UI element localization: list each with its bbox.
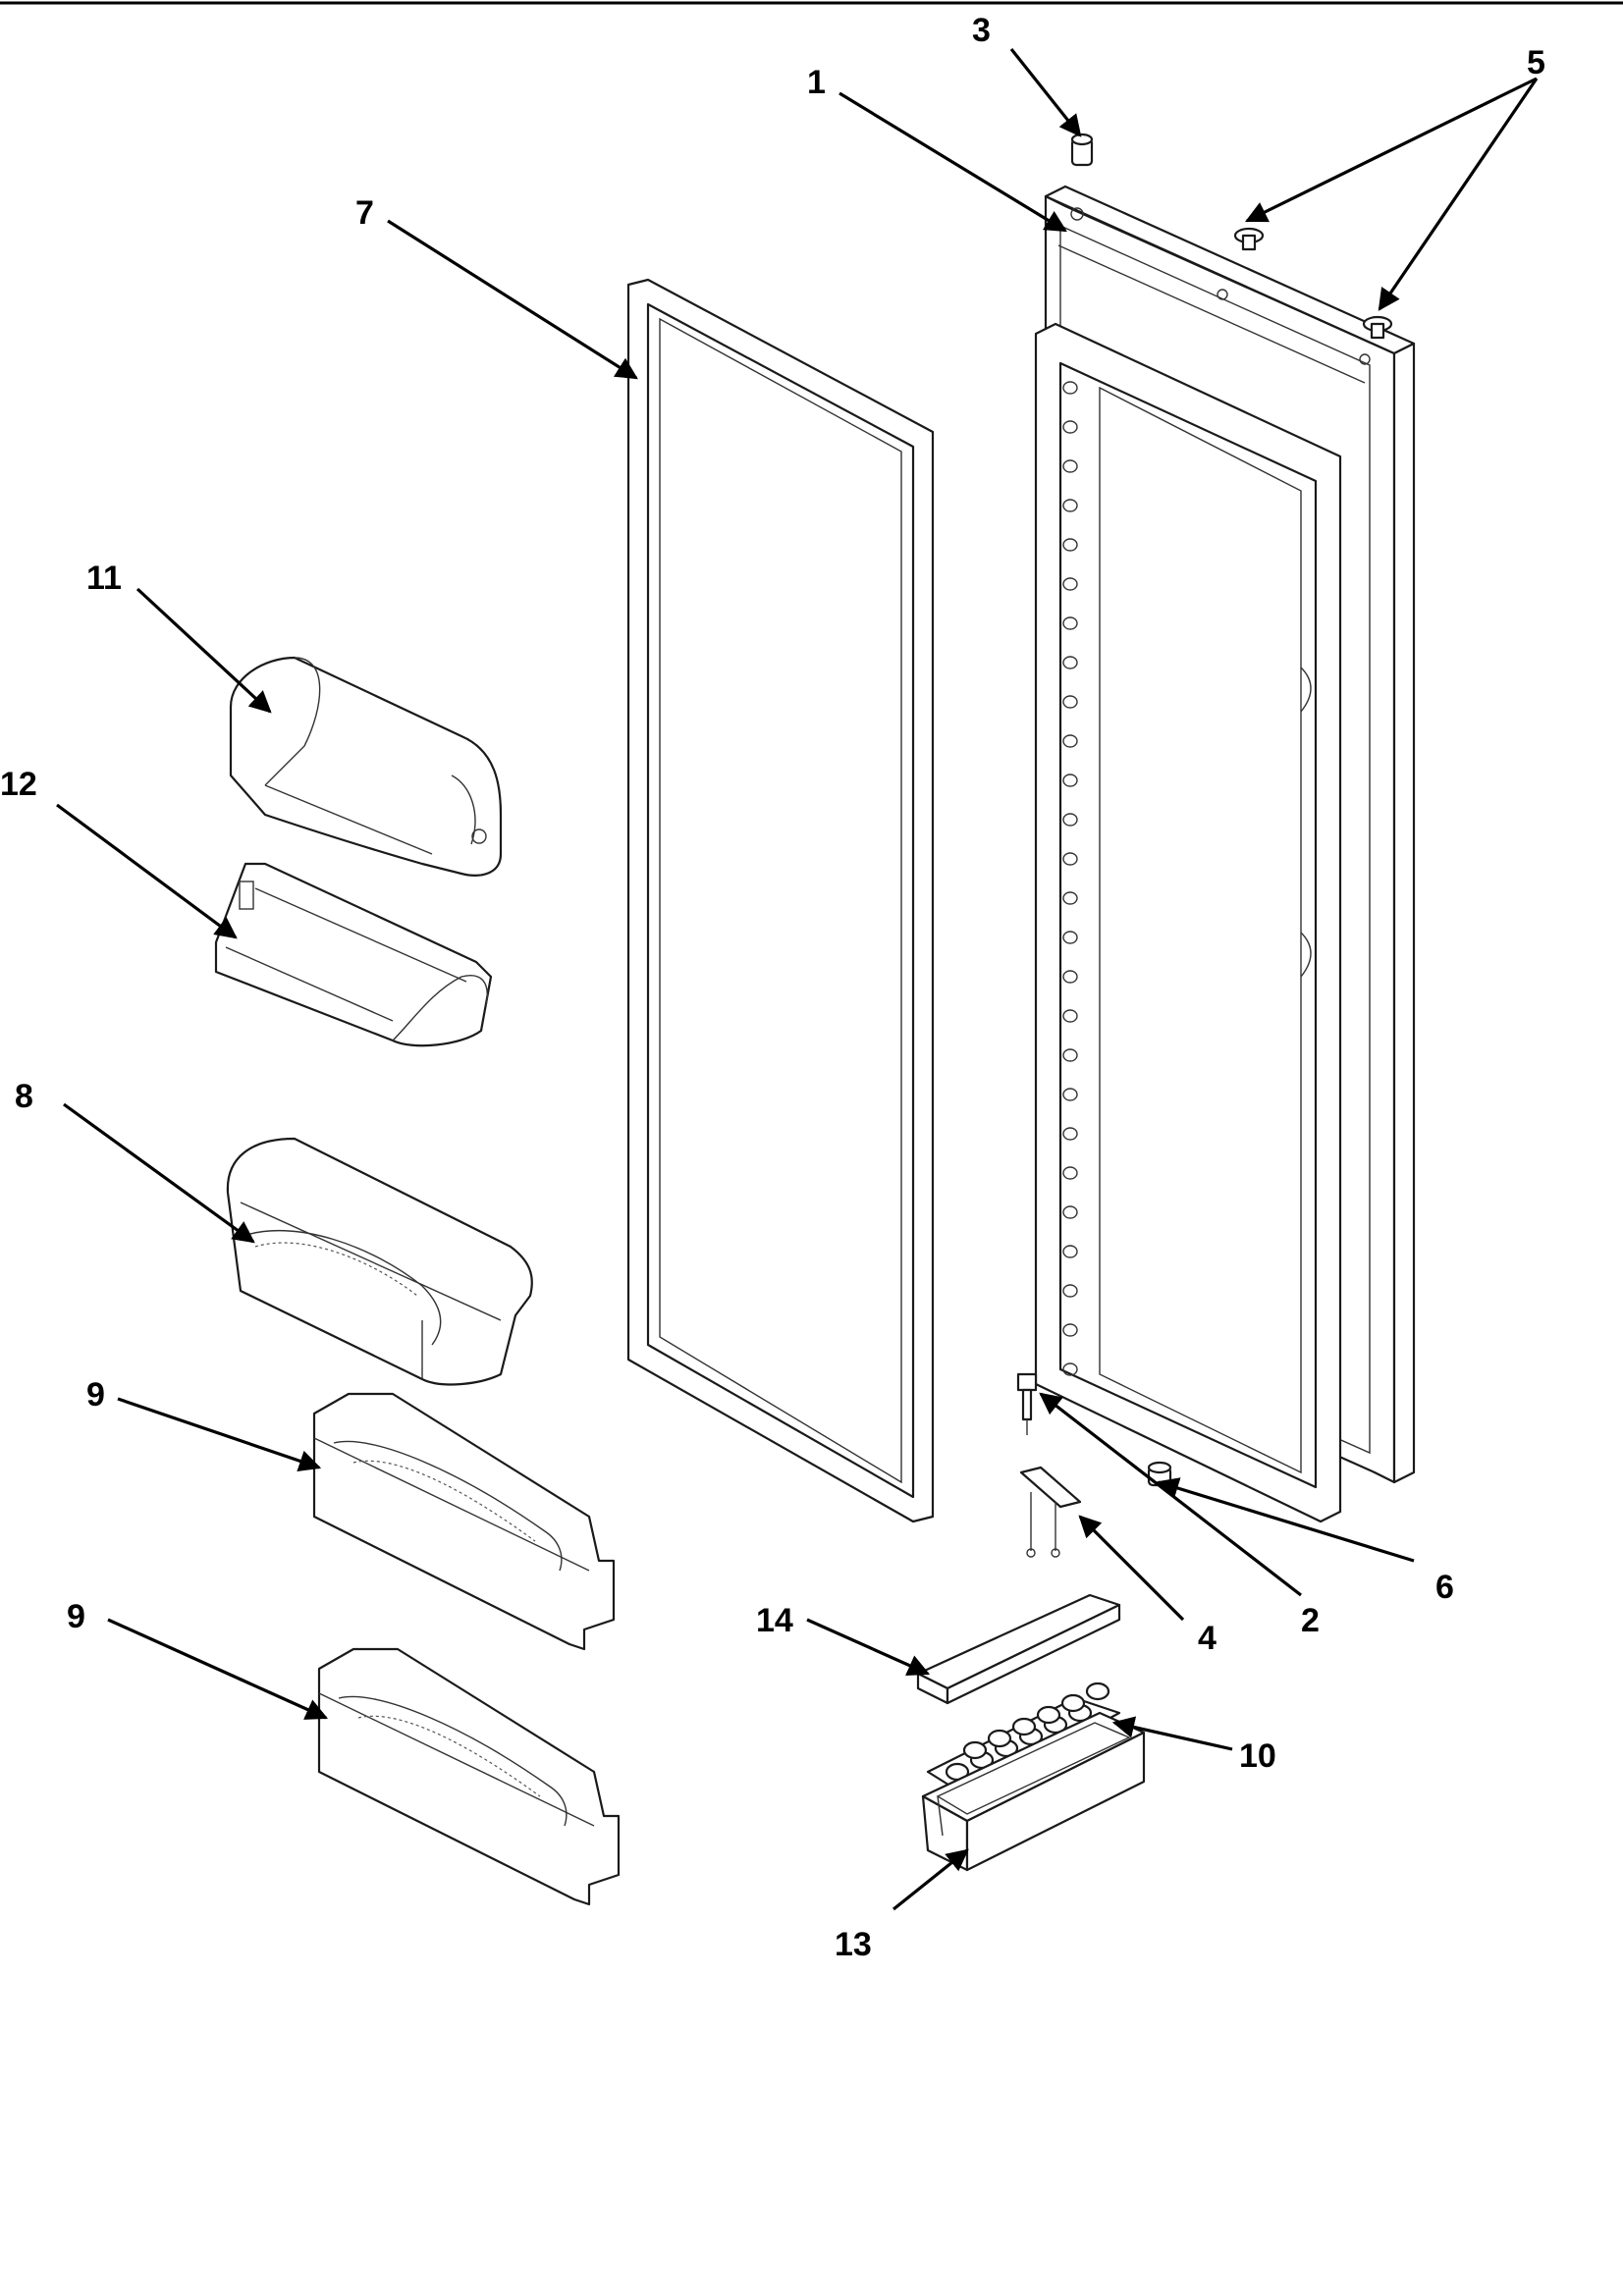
- part-egg-tray-cover: [916, 1593, 1121, 1705]
- part-egg-bin: [921, 1711, 1146, 1872]
- callout-label: 3: [972, 12, 991, 49]
- part-hinge-bracket: [1019, 1466, 1082, 1558]
- part-hinge-bushing: [1070, 133, 1094, 167]
- part-door-gasket: [626, 278, 935, 1523]
- liner-hole: [1062, 774, 1078, 787]
- callout-label: 10: [1239, 1737, 1276, 1775]
- liner-hole: [1062, 499, 1078, 512]
- liner-hole: [1062, 616, 1078, 630]
- liner-hole: [1062, 1088, 1078, 1101]
- part-gallon-bin: [226, 1137, 533, 1386]
- callout-label: 9: [86, 1376, 105, 1414]
- liner-hole: [1062, 420, 1078, 434]
- liner-hole: [1062, 931, 1078, 944]
- callout-label: 11: [86, 560, 122, 597]
- liner-hole: [1062, 1245, 1078, 1258]
- callout-label: 13: [835, 1926, 872, 1963]
- liner-hole: [1062, 695, 1078, 709]
- liner-hole: [1062, 1127, 1078, 1141]
- liner-hole: [1062, 1009, 1078, 1023]
- egg-cup: [987, 1729, 1012, 1748]
- liner-hole: [1062, 459, 1078, 473]
- callout-label: 2: [1301, 1602, 1320, 1639]
- callout-label: 9: [67, 1598, 85, 1635]
- leader-arrows: [56, 48, 1539, 1911]
- egg-cup: [962, 1740, 988, 1760]
- egg-cup: [1060, 1693, 1086, 1713]
- liner-hole: [1062, 1323, 1078, 1337]
- liner-hole: [1062, 1284, 1078, 1298]
- liner-hole: [1062, 852, 1078, 866]
- callout-label: 12: [0, 766, 37, 803]
- liner-hole: [1062, 891, 1078, 905]
- callout-label: 1: [807, 64, 826, 101]
- part-hinge-pin: [1016, 1372, 1038, 1435]
- egg-cup: [1011, 1717, 1037, 1736]
- liner-hole: [1062, 813, 1078, 827]
- liner-hole: [1062, 656, 1078, 669]
- liner-hole: [1062, 1362, 1078, 1376]
- callout-label: 8: [15, 1078, 33, 1115]
- callout-labels: 1 2 3 4 5 6 7 8 9 9 10 11 12 13 14: [0, 12, 1545, 1963]
- egg-cup: [1036, 1705, 1061, 1725]
- part-dairy-door: [229, 656, 503, 877]
- callout-label: 6: [1435, 1569, 1454, 1606]
- liner-hole: [1062, 1048, 1078, 1062]
- part-hole-plugs: [1233, 227, 1393, 340]
- door-liner-holes: [1062, 381, 1078, 1376]
- callout-label: 7: [355, 194, 374, 232]
- liner-hole: [1062, 734, 1078, 748]
- liner-hole: [1062, 1205, 1078, 1219]
- part-door-bin-lower: [317, 1647, 621, 1906]
- liner-hole: [1062, 577, 1078, 591]
- liner-hole: [1062, 970, 1078, 984]
- callout-label: 4: [1198, 1620, 1217, 1657]
- egg-tray-cups: [945, 1682, 1110, 1782]
- liner-hole: [1062, 381, 1078, 395]
- part-door-bin-upper: [312, 1392, 616, 1651]
- liner-hole: [1062, 1166, 1078, 1180]
- part-dairy-bin: [214, 862, 493, 1047]
- liner-hole: [1062, 538, 1078, 552]
- callout-label: 5: [1527, 44, 1545, 81]
- callout-label: 14: [756, 1602, 793, 1639]
- egg-cup: [1085, 1682, 1110, 1701]
- part-door-liner: [1034, 322, 1342, 1523]
